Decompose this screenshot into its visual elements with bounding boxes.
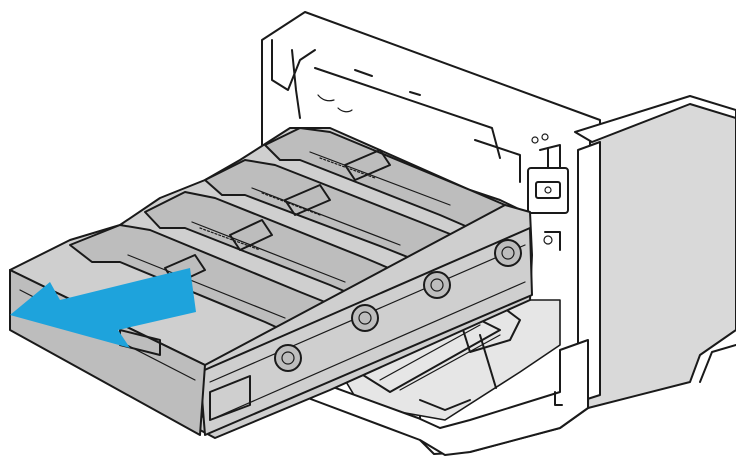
lock-screw <box>543 235 553 245</box>
tray-front <box>299 339 589 456</box>
cartridge-2-teeth <box>261 192 321 216</box>
cartridge-2-ridge <box>251 187 401 246</box>
lock-bracket <box>544 231 561 251</box>
cavity-hook-2 <box>337 107 353 113</box>
printer-top-edge <box>574 95 736 143</box>
cartridge-2-clip <box>284 184 331 216</box>
round-handle-icon <box>494 239 522 267</box>
printer-notch <box>699 344 736 383</box>
cavity-step <box>474 139 521 183</box>
cavity-wall-left <box>291 49 301 119</box>
tray-lever <box>479 334 497 389</box>
power-button-dot <box>544 186 552 194</box>
arrow-left-icon <box>10 268 196 348</box>
paper-tray <box>299 299 589 456</box>
tray-rib-1 <box>379 324 481 381</box>
power-button-icon <box>535 181 561 199</box>
cavity-rivet-2 <box>541 133 549 141</box>
drawer-label-slot <box>209 375 251 421</box>
drawer-plate-line-2 <box>209 281 526 421</box>
printer-side-strip <box>577 141 601 403</box>
cavity-hook <box>317 94 335 102</box>
cartridge-3-ridge <box>191 221 346 283</box>
cartridge-1-clip <box>344 149 391 181</box>
round-handle-icon <box>351 304 379 332</box>
round-handle-icon <box>423 271 451 299</box>
cartridge-4-ridge <box>127 254 286 319</box>
cavity-detail-1 <box>354 69 373 77</box>
cartridge-3-clip <box>229 219 273 251</box>
cartridge-1-ridge <box>309 151 451 206</box>
cavity-rivet-1 <box>531 136 539 144</box>
round-handle-icon <box>274 344 302 372</box>
tray-front-lip <box>419 399 471 411</box>
printer-side-panel <box>587 99 736 409</box>
cavity-detail-2 <box>409 91 421 96</box>
cavity-wall-top <box>271 39 316 91</box>
tray-foot <box>554 391 563 406</box>
pull-arrow <box>10 268 196 348</box>
